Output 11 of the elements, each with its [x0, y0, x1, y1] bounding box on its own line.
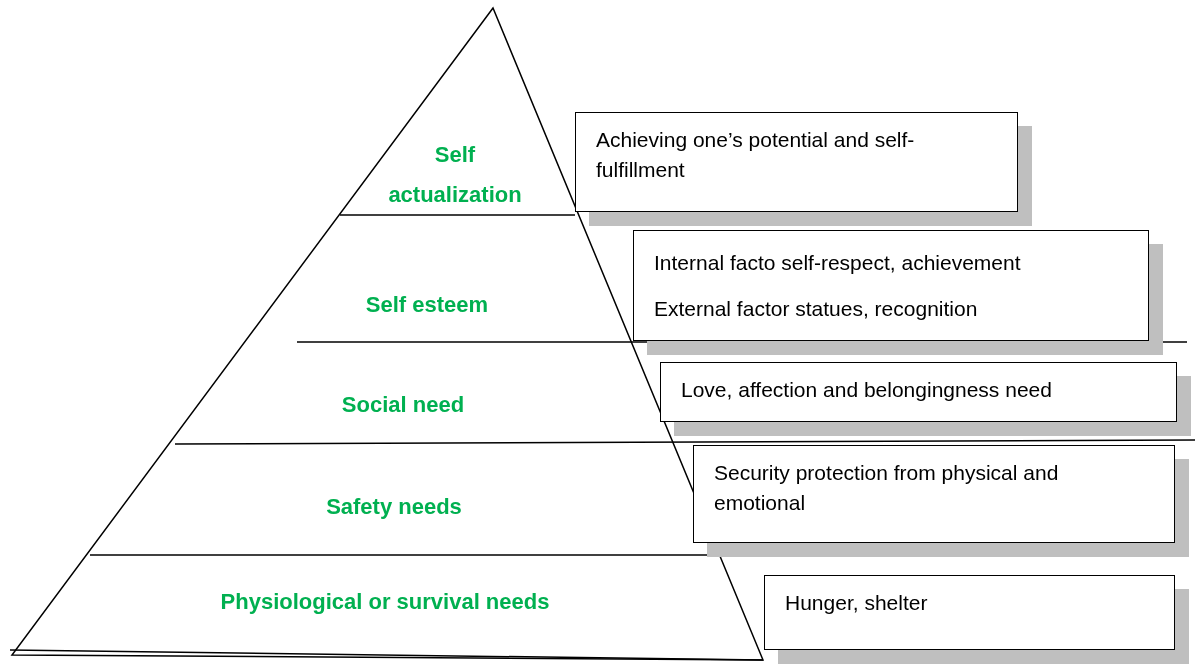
- level-label: Physiological or survival needs: [220, 589, 550, 614]
- level-label: Self actualization: [388, 142, 522, 207]
- level-label: Self esteem: [365, 292, 489, 317]
- description-text: Love, affection and belongingness need: [681, 377, 1053, 403]
- level-label: Safety needs: [326, 494, 462, 519]
- description-text: Security protection from physical and emotional: [714, 460, 1060, 516]
- description-text: Internal facto self-respect, achievement: [654, 249, 1022, 276]
- description-text: Achieving one’s potential and self- fulfillment: [596, 127, 916, 183]
- level-label: Social need: [341, 392, 465, 417]
- description-text: External factor statues, recognition: [654, 295, 979, 322]
- description-text: Hunger, shelter: [785, 590, 929, 616]
